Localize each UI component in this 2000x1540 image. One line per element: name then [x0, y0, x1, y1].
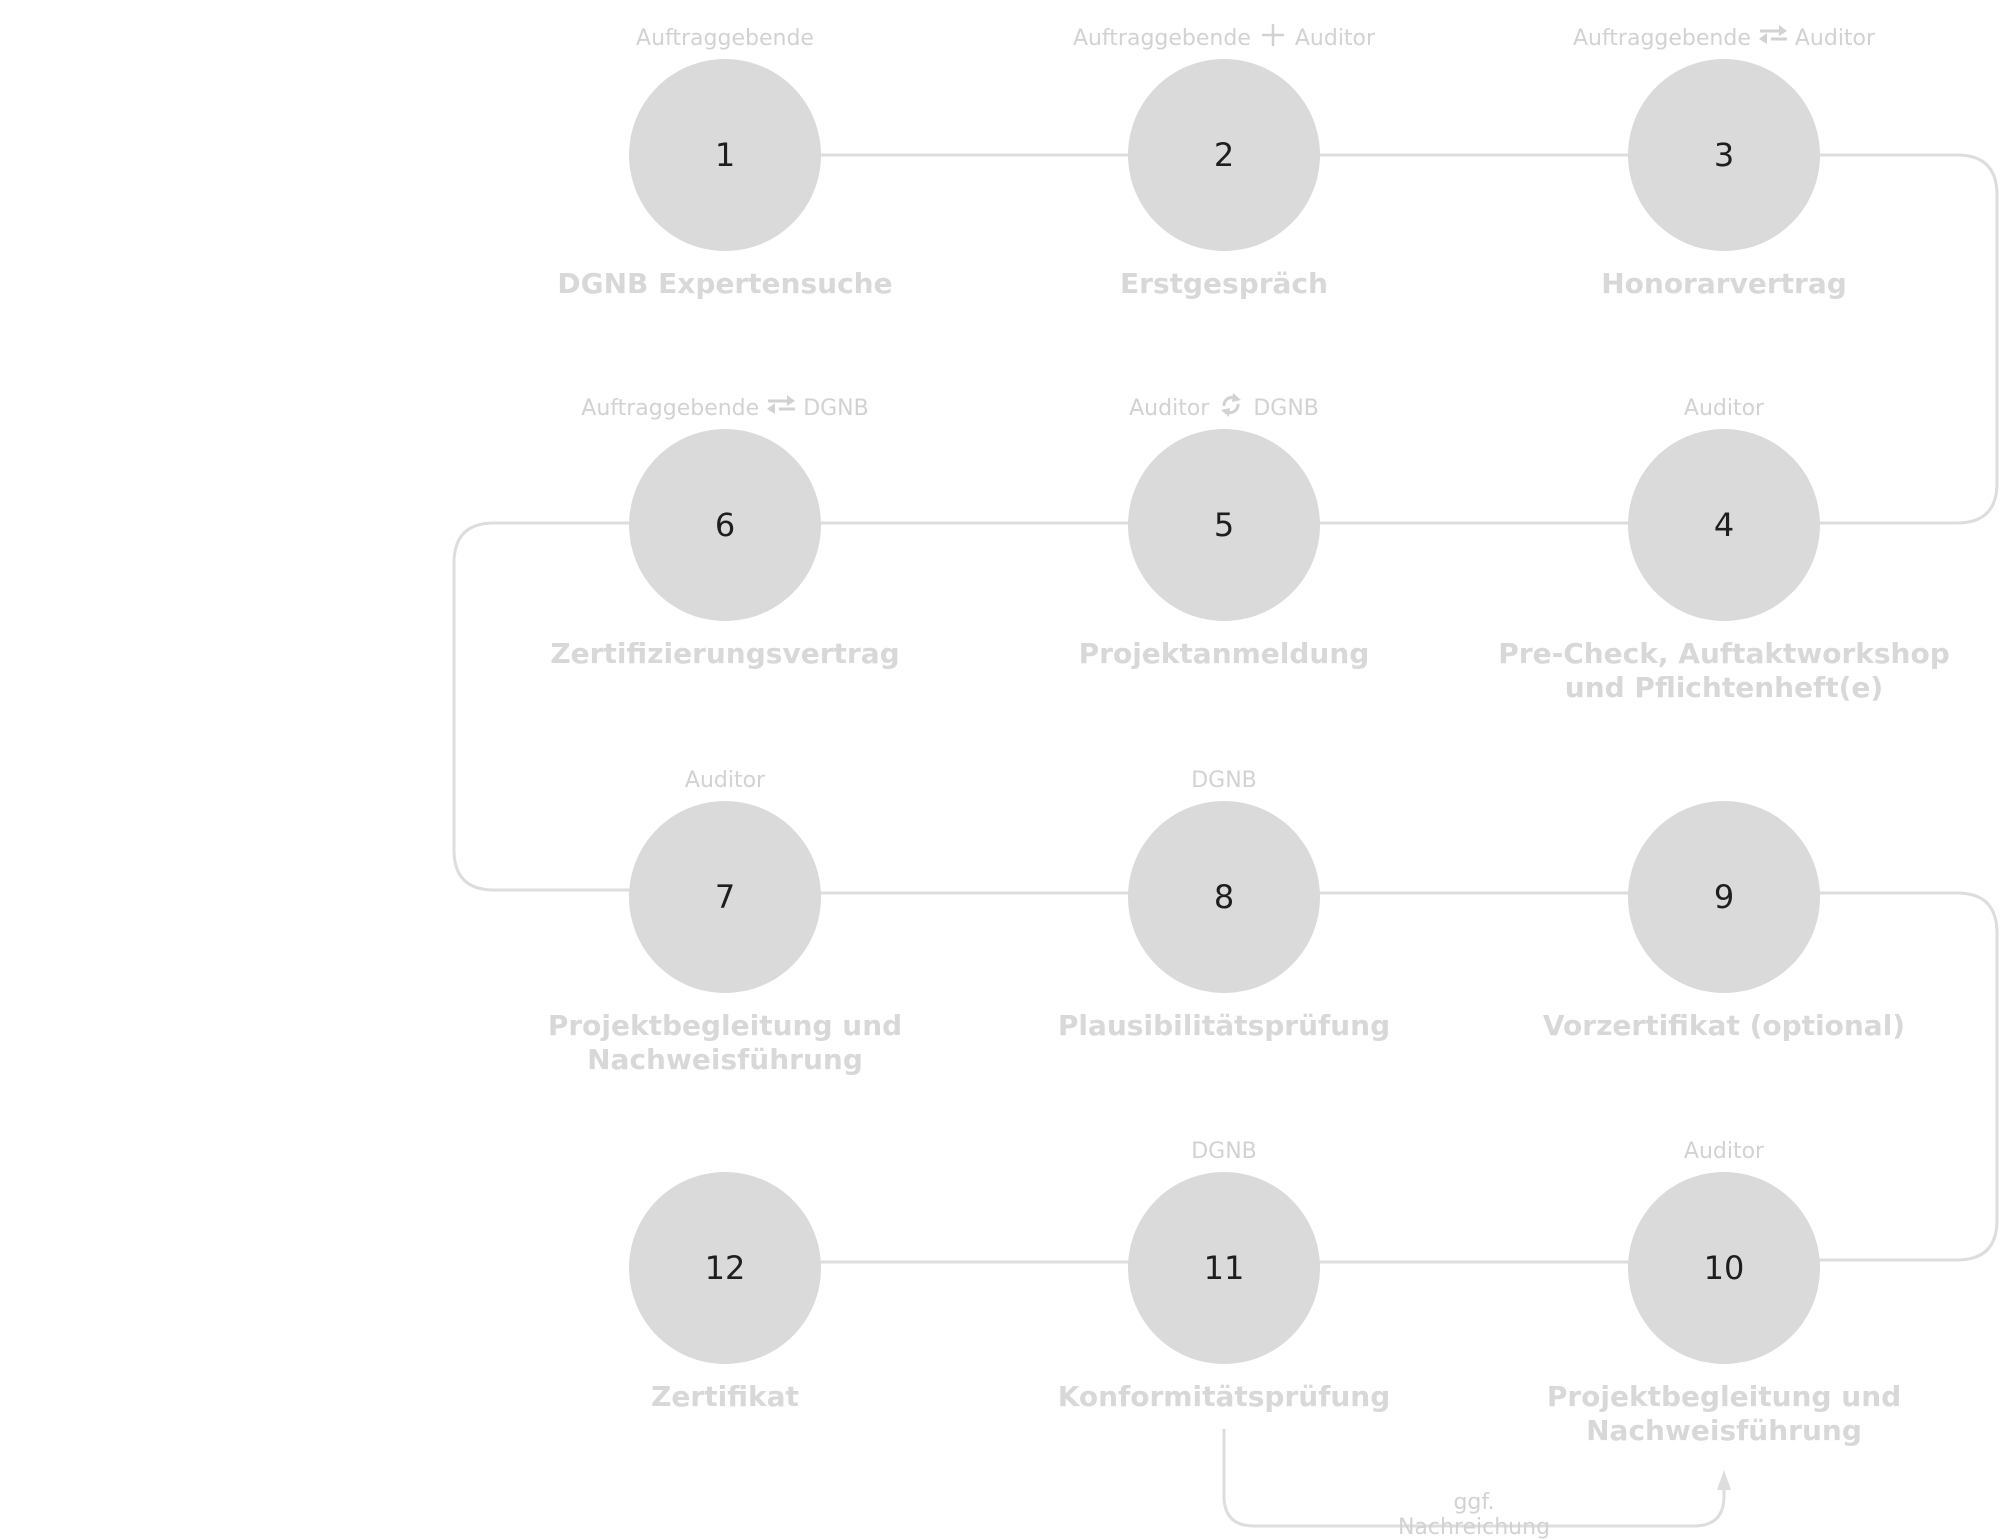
step-roles: DGNB: [924, 1136, 1524, 1166]
role-a: Auftraggebende: [636, 25, 814, 51]
feedback-label: ggf. Nachreichung: [1397, 1490, 1551, 1540]
connector-9-to-10: [1724, 891, 1999, 1262]
step-circle: 12: [629, 1172, 821, 1364]
step-title: Projektbegleitung und Nachweisführung: [1546, 1380, 1902, 1447]
plus-icon: [1257, 22, 1289, 54]
step-number: 7: [714, 878, 736, 916]
step-roles: Auftraggebende Auditor: [1424, 23, 2000, 53]
step-number: 4: [1713, 506, 1735, 544]
role-a: DGNB: [1191, 767, 1257, 793]
step-number: 10: [1703, 1249, 1745, 1287]
connector-6-to-7: [452, 521, 725, 892]
swap-arrows-icon: [765, 392, 797, 424]
step-title: Erstgespräch: [1120, 267, 1328, 300]
step-circle: 3: [1628, 59, 1820, 251]
role-b: Auditor: [1794, 25, 1876, 51]
step-title: Vorzertifikat (optional): [1542, 1009, 1906, 1042]
swap-arrows-icon: [1757, 22, 1789, 54]
step-circle: 9: [1628, 801, 1820, 993]
step-title: DGNB Expertensuche: [557, 267, 893, 300]
step-number: 6: [714, 506, 736, 544]
step-roles: Auftraggebende: [425, 23, 1025, 53]
step-circle: 8: [1128, 801, 1320, 993]
step-title: Honorarvertrag: [1601, 267, 1847, 300]
step-number: 1: [714, 136, 736, 174]
step-number: 2: [1213, 136, 1235, 174]
role-a: Auditor: [1683, 395, 1765, 421]
role-a: Auditor: [1129, 395, 1210, 421]
feedback-arrowhead: [1717, 1470, 1731, 1490]
connector-3-to-4: [1724, 153, 1999, 525]
step-circle: 1: [629, 59, 821, 251]
role-a: Auftraggebende: [1072, 25, 1251, 51]
cycle-arrows-icon: [1215, 392, 1247, 424]
step-number: 9: [1713, 878, 1735, 916]
role-b: Auditor: [1294, 25, 1376, 51]
step-number: 8: [1213, 878, 1235, 916]
step-circle: 11: [1128, 1172, 1320, 1364]
step-roles: Auditor: [1424, 393, 2000, 423]
step-circle: 6: [629, 429, 821, 621]
step-roles: DGNB: [924, 765, 1524, 795]
step-number: 11: [1203, 1249, 1245, 1287]
step-title: Projektanmeldung: [1078, 637, 1370, 670]
step-title: Zertifikat: [651, 1380, 799, 1413]
step-roles: Auditor: [425, 765, 1025, 795]
step-circle: 2: [1128, 59, 1320, 251]
step-circle: 4: [1628, 429, 1820, 621]
role-a: Auditor: [1683, 1138, 1765, 1164]
step-circle: 5: [1128, 429, 1320, 621]
step-roles: Auditor DGNB: [924, 393, 1524, 423]
step-roles: Auftraggebende Auditor: [924, 23, 1524, 53]
feedback-arrow-line: [1222, 1429, 1726, 1528]
role-a: Auditor: [684, 767, 766, 793]
role-a: DGNB: [1191, 1138, 1257, 1164]
step-roles: Auftraggebende DGNB: [425, 393, 1025, 423]
step-title: Plausibilitätsprüfung: [1057, 1009, 1391, 1042]
step-title: Projektbegleitung und Nachweisführung: [547, 1009, 903, 1076]
role-a: Auftraggebende: [581, 395, 760, 421]
role-a: Auftraggebende: [1572, 25, 1751, 51]
step-title: Zertifizierungsvertrag: [550, 637, 900, 670]
step-title: Pre-Check, Auftaktworkshop und Pflichten…: [1498, 637, 1950, 704]
step-roles: Auditor: [1424, 1136, 2000, 1166]
role-b: DGNB: [803, 395, 869, 421]
step-title: Konformitätsprüfung: [1057, 1380, 1391, 1413]
step-number: 12: [704, 1249, 746, 1287]
step-number: 3: [1713, 136, 1735, 174]
role-b: DGNB: [1253, 395, 1319, 421]
step-circle: 10: [1628, 1172, 1820, 1364]
step-circle: 7: [629, 801, 821, 993]
step-number: 5: [1213, 506, 1235, 544]
